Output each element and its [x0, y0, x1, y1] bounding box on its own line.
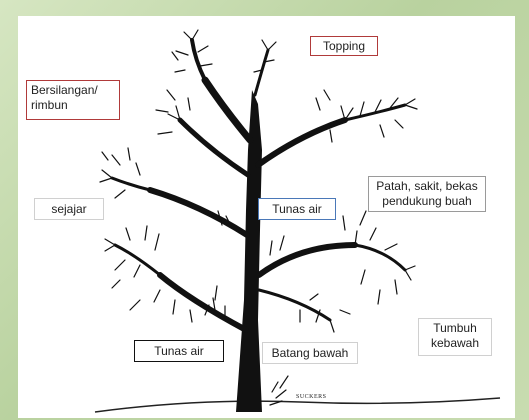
- branch-left-upper: [177, 117, 251, 178]
- label-suckers: SUCKERS: [296, 394, 327, 400]
- label-tunas-air-bottom: Tunas air: [134, 340, 224, 362]
- branch-left-low-2: [113, 243, 162, 277]
- label-tumbuh-kebawah: Tumbuh kebawah: [418, 318, 492, 356]
- main-branches: [110, 38, 407, 333]
- ground-line: [94, 397, 501, 413]
- branch-left-low: [157, 272, 249, 333]
- label-batang-bawah: Batang bawah: [262, 342, 358, 364]
- branch-upper-left: [201, 76, 254, 144]
- label-sejajar: sejajar: [34, 198, 104, 220]
- branch-left-mid-2: [110, 176, 152, 192]
- branch-topping-stub: [253, 48, 270, 97]
- branch-right-low-2: [353, 243, 407, 272]
- branch-right-low: [256, 242, 358, 278]
- branch-left-mid: [147, 187, 250, 238]
- branch-upper-left-2: [190, 38, 207, 82]
- label-patah: Patah, sakit, bekas pendukung buah: [368, 176, 486, 212]
- fine-twigs: [99, 29, 418, 406]
- branch-right-lowest: [257, 288, 332, 322]
- branch-right-upper-2: [343, 103, 407, 122]
- branch-right-upper: [255, 117, 348, 168]
- label-topping: Topping: [310, 36, 378, 56]
- label-tunas-air-center: Tunas air: [258, 198, 336, 220]
- label-bersilangan: Bersilangan/ rimbun: [26, 80, 120, 120]
